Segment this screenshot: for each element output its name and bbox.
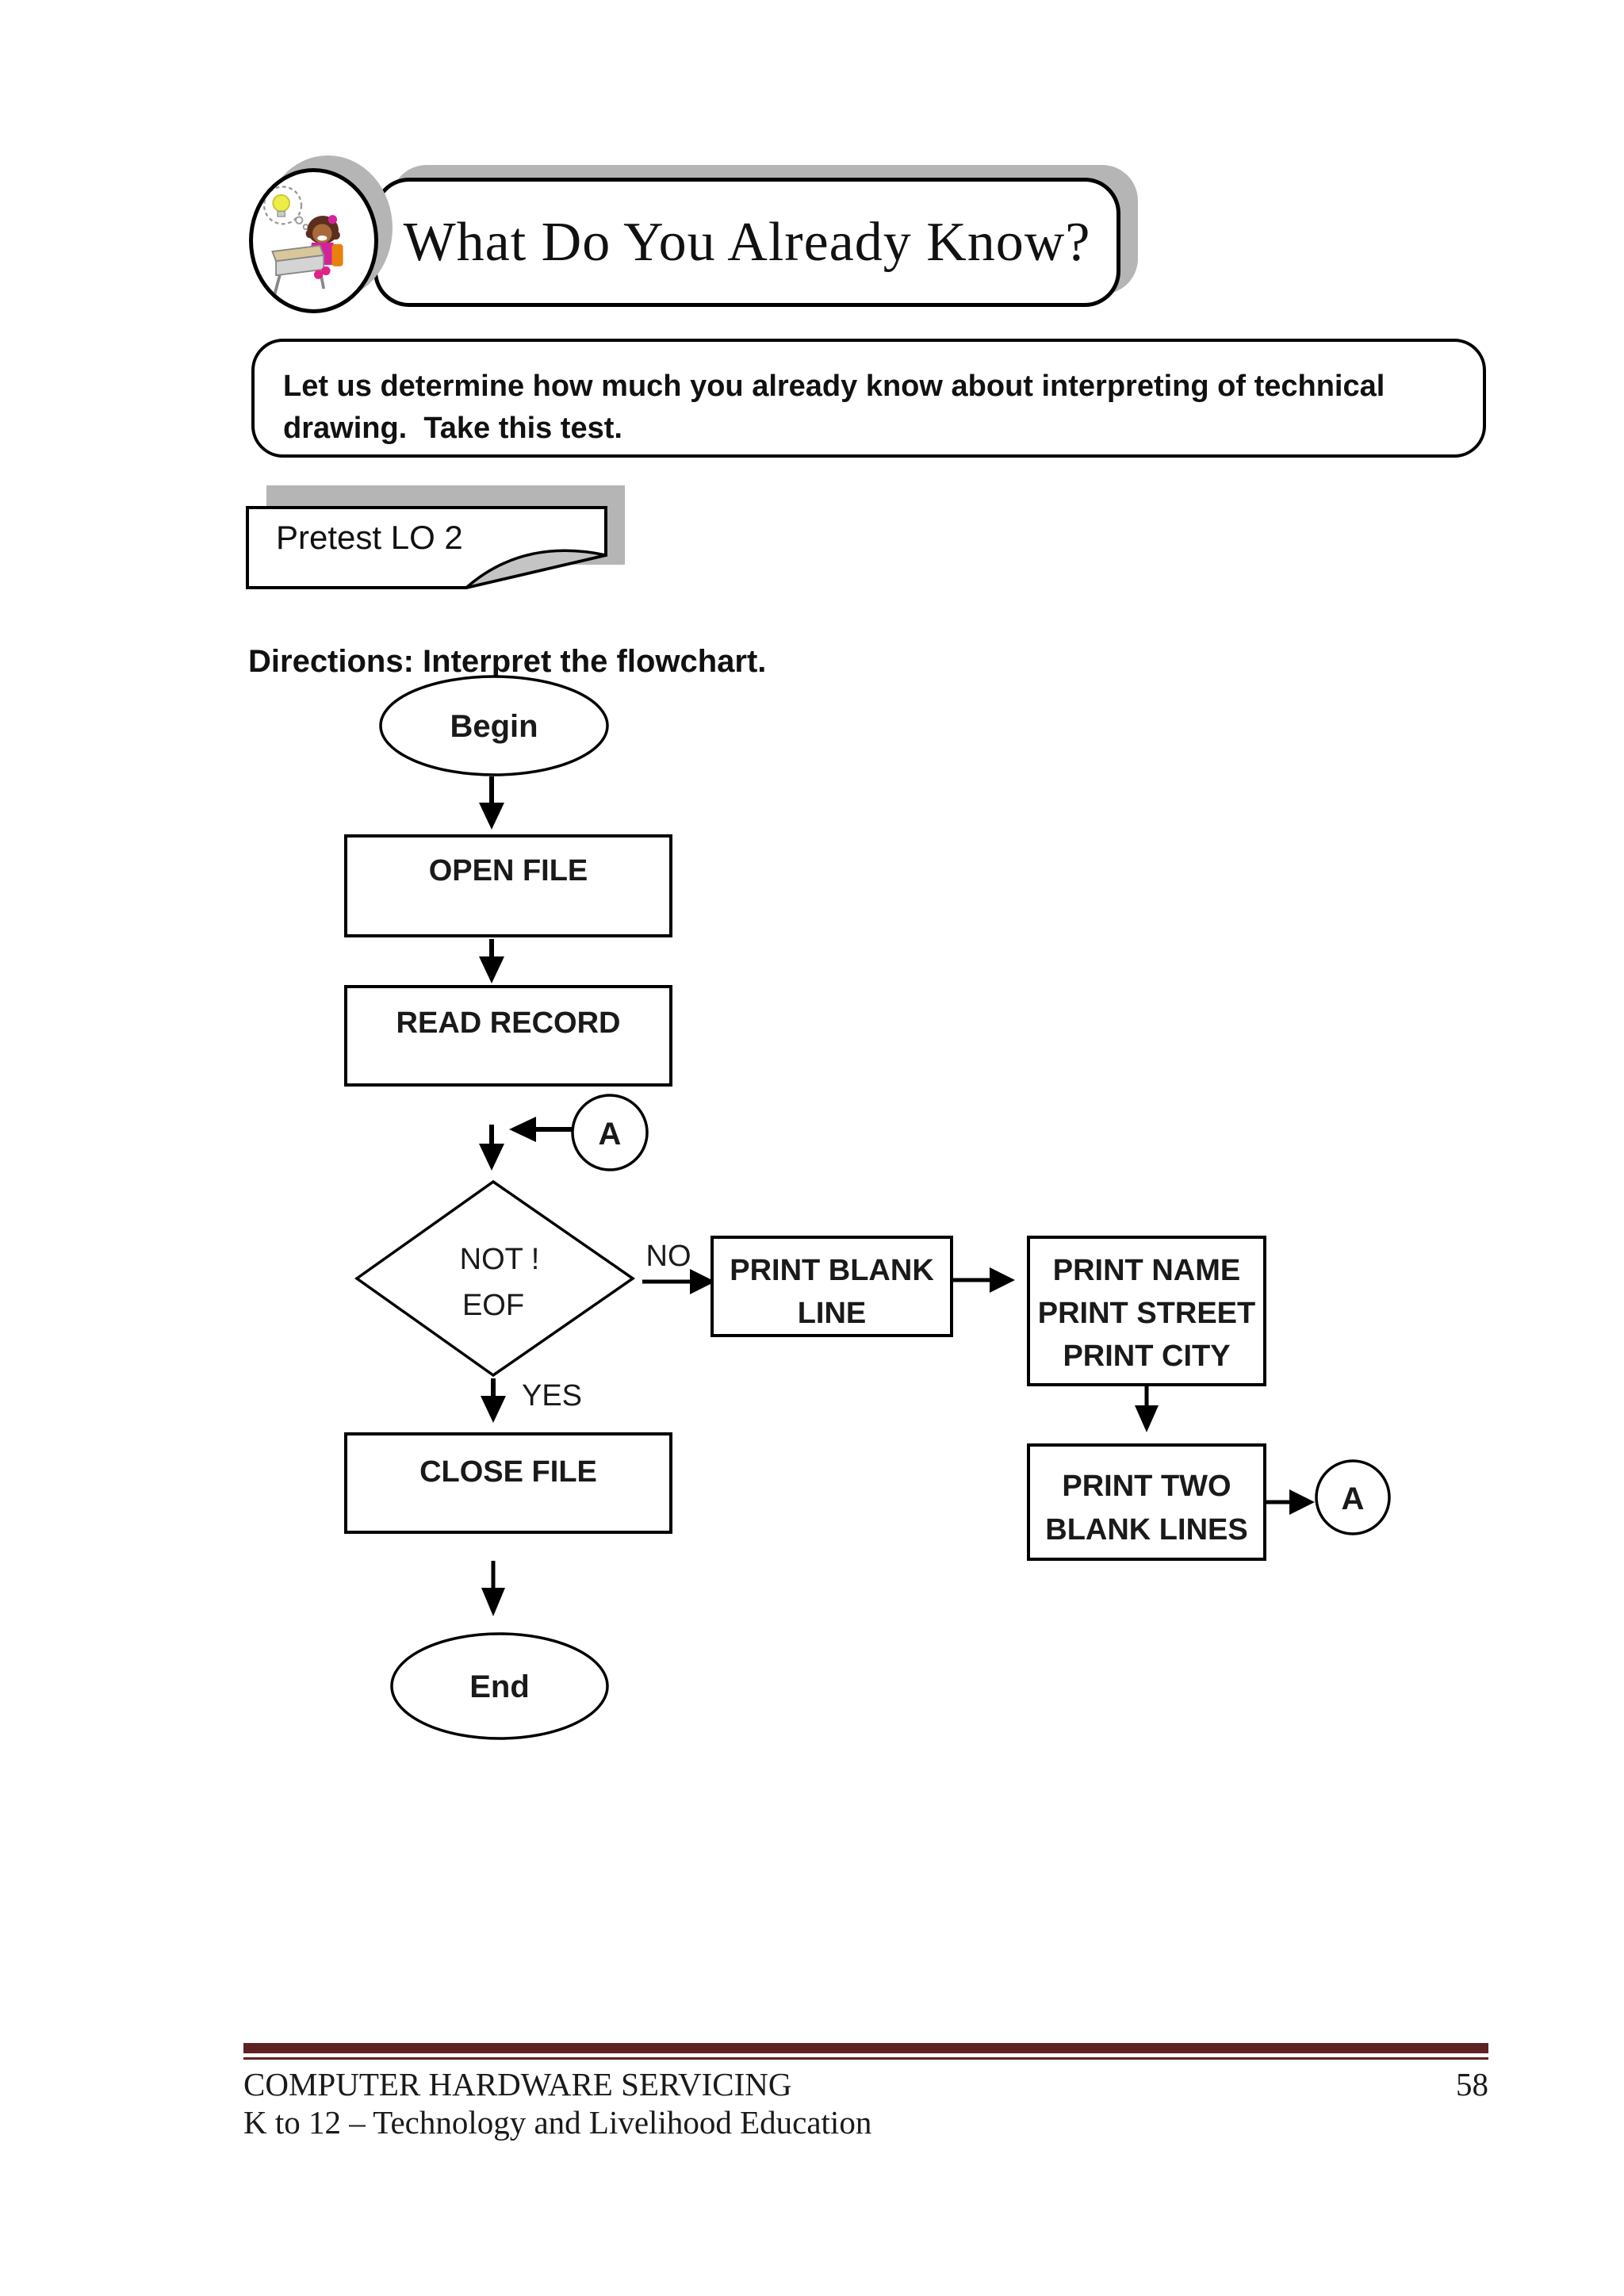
flowchart-connector-a-right-label: A <box>1342 1481 1365 1516</box>
flowchart-no-label: NO <box>646 1240 691 1273</box>
flowchart-print-name-line3: PRINT CITY <box>1063 1340 1230 1373</box>
arrow-decision-printblank-head <box>690 1269 715 1294</box>
flowchart-print-name-line2: PRINT STREET <box>1038 1297 1255 1330</box>
flowchart-close-file-label: CLOSE FILE <box>419 1455 597 1489</box>
footer-rule-thick <box>243 2043 1488 2053</box>
pretest-tab-fold-corner <box>465 549 607 589</box>
intro-text-line2: drawing. Take this test. <box>283 412 622 445</box>
flowchart-begin-label: Begin <box>450 709 538 744</box>
footer-row: COMPUTER HARDWARE SERVICING 58 <box>243 2065 1488 2103</box>
flowchart-read-record-box <box>344 985 672 1087</box>
flowchart-print-blank-box <box>710 1236 953 1337</box>
flowchart-print-name-box <box>1027 1236 1266 1386</box>
arrow-closefile-end-head <box>481 1588 505 1616</box>
flowchart-print-name-line1: PRINT NAME <box>1053 1254 1240 1287</box>
pretest-label: Pretest LO 2 <box>276 519 463 556</box>
flowchart: Begin OPEN FILE READ RECORD A NOT ! EOF … <box>344 675 1391 1740</box>
flowchart-open-file-box <box>344 834 672 937</box>
header-icon-circle <box>249 168 378 313</box>
arrow-printtwo-connector-head <box>1289 1489 1315 1515</box>
arrow-open-read-head <box>479 956 504 983</box>
flowchart-connector-a-top <box>571 1094 649 1171</box>
footer-program: K to 12 – Technology and Livelihood Educ… <box>243 2104 872 2141</box>
arrow-printname-printtwo-head <box>1135 1405 1159 1432</box>
pretest-tab: Pretest LO 2 <box>246 485 625 589</box>
flowchart-print-blank-line2: LINE <box>798 1297 867 1330</box>
flowchart-print-two-box <box>1027 1443 1266 1561</box>
flowchart-decision-line1: NOT ! <box>460 1243 540 1276</box>
arrow-decision-closefile-head <box>481 1396 506 1423</box>
flowchart-connector-a-right <box>1315 1459 1391 1535</box>
page-title: What Do You Already Know? <box>403 211 1091 273</box>
intro-text-line1: Let us determine how much you already kn… <box>283 370 1385 403</box>
flowchart-read-record-label: READ RECORD <box>396 1006 621 1040</box>
arrow-read-decision-head <box>479 1144 504 1171</box>
flowchart-decision-diamond <box>354 1179 636 1378</box>
flowchart-close-file-box <box>344 1432 672 1534</box>
footer-course: COMPUTER HARDWARE SERVICING <box>243 2066 792 2102</box>
flowchart-print-two-line1: PRINT TWO <box>1062 1470 1231 1503</box>
flowchart-decision-line2: EOF <box>462 1289 524 1322</box>
flowchart-open-file-label: OPEN FILE <box>429 854 588 887</box>
flowchart-yes-label: YES <box>522 1379 582 1412</box>
flowchart-end-oval <box>390 1632 609 1740</box>
arrow-begin-open-head <box>479 803 504 830</box>
footer-page-number: 58 <box>1456 2066 1488 2102</box>
header-title-box: What Do You Already Know? <box>373 178 1120 307</box>
flowchart-begin-oval <box>379 675 609 776</box>
flowchart-end-label: End <box>469 1669 530 1704</box>
flowchart-print-blank-line1: PRINT BLANK <box>730 1254 934 1287</box>
intro-box: Let us determine how much you already kn… <box>251 339 1486 458</box>
directions-text: Directions: Interpret the flowchart. <box>248 644 767 679</box>
flowchart-connector-a-top-label: A <box>599 1117 622 1152</box>
student-idea-icon <box>262 186 343 296</box>
arrow-printblank-printname-head <box>990 1267 1015 1293</box>
arrow-connector-into-flow-head <box>509 1117 536 1142</box>
footer-rule-thin <box>243 2057 1488 2060</box>
flowchart-print-two-line2: BLANK LINES <box>1045 1513 1247 1547</box>
